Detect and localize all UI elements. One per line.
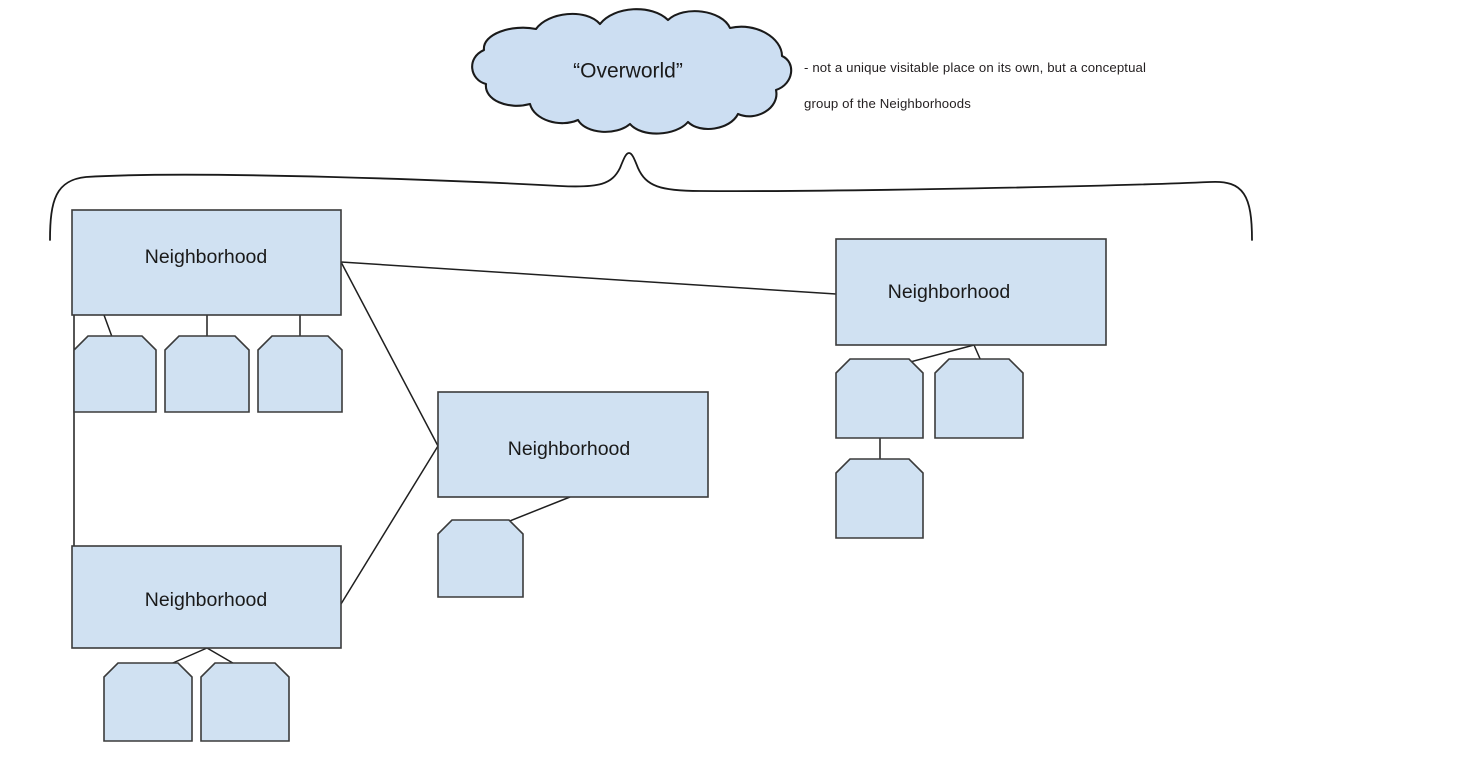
conn-center-to-bottomleft — [340, 445, 439, 605]
neighborhood-box — [437, 391, 709, 498]
annotation-line-1: - not a unique visitable place on its ow… — [804, 60, 1147, 75]
neighborhood-label: Neighborhood — [145, 589, 268, 611]
conn-topleft-to-center — [340, 261, 439, 447]
house-shape-icon-place-r-2[interactable] — [934, 358, 1024, 439]
cloud-icon — [471, 8, 793, 135]
neighborhood-label: Neighborhood — [888, 281, 1011, 303]
house-shape-icon-place-r-3[interactable] — [835, 458, 924, 539]
neighborhood-box — [835, 238, 1107, 346]
neighborhood-bottom-left[interactable]: Neighborhood — [71, 545, 342, 649]
neighborhood-label: Neighborhood — [508, 438, 631, 460]
neighborhood-right[interactable]: Neighborhood — [835, 238, 1107, 346]
conn-topleft-to-right — [340, 261, 837, 295]
house-shape-icon-place-c-1[interactable] — [437, 519, 524, 598]
annotation-line-2: group of the Neighborhoods — [804, 96, 971, 111]
neighborhood-box — [71, 209, 342, 316]
overworld-annotation: - not a unique visitable place on its ow… — [804, 41, 1234, 113]
neighborhood-label: Neighborhood — [145, 246, 268, 268]
curly-brace-grouping-icon — [49, 152, 1253, 241]
house-shape-icon-place-tl-3[interactable] — [257, 335, 343, 413]
neighborhood-box — [71, 545, 342, 649]
house-shape-icon-place-tl-2[interactable] — [164, 335, 250, 413]
neighborhood-center[interactable]: Neighborhood — [437, 391, 709, 498]
neighborhood-top-left[interactable]: Neighborhood — [71, 209, 342, 316]
house-shape-icon-place-tl-1[interactable] — [73, 335, 157, 413]
house-shape-icon-place-r-1[interactable] — [835, 358, 924, 439]
house-shape-icon-place-bl-2[interactable] — [200, 662, 290, 742]
overworld-cloud-node[interactable]: “Overworld” — [471, 8, 793, 135]
house-shape-icon-place-bl-1[interactable] — [103, 662, 193, 742]
cloud-label: “Overworld” — [573, 60, 683, 83]
